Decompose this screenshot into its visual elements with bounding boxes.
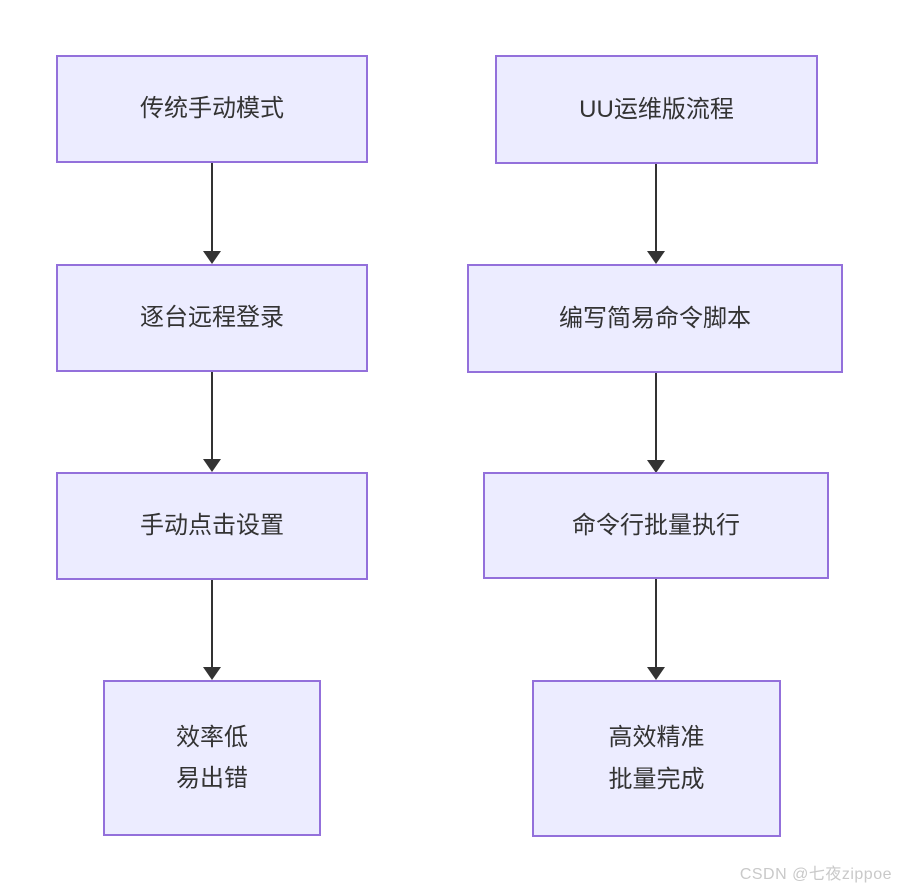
flow-node-batch-execute: 命令行批量执行	[483, 472, 829, 579]
arrow-head	[647, 251, 665, 264]
flow-node-manual-click-setup: 手动点击设置	[56, 472, 368, 580]
arrow-line	[655, 164, 657, 252]
arrow-head	[647, 460, 665, 473]
flow-arrow-left-1	[203, 163, 221, 264]
arrow-head	[647, 667, 665, 680]
flow-arrow-right-3	[647, 579, 665, 680]
arrow-line	[211, 580, 213, 668]
flow-node-label: 手动点击设置	[140, 512, 284, 540]
flow-node-uu-ops-process: UU运维版流程	[495, 55, 818, 164]
flow-node-label: 效率低 易出错	[176, 723, 248, 792]
arrow-line	[655, 373, 657, 461]
flow-arrow-left-3	[203, 580, 221, 680]
arrow-head	[203, 251, 221, 264]
flow-node-label: 传统手动模式	[140, 95, 284, 123]
arrow-line	[211, 372, 213, 460]
arrow-line	[655, 579, 657, 668]
flow-arrow-left-2	[203, 372, 221, 472]
arrow-head	[203, 459, 221, 472]
flow-node-efficient-complete: 高效精准 批量完成	[532, 680, 781, 837]
flow-node-low-efficiency: 效率低 易出错	[103, 680, 321, 836]
flow-node-write-script: 编写简易命令脚本	[467, 264, 843, 373]
flow-node-label: 命令行批量执行	[572, 511, 740, 539]
flow-node-label: UU运维版流程	[579, 95, 734, 123]
flow-arrow-right-1	[647, 164, 665, 264]
watermark-text: CSDN @七夜zippoe	[739, 866, 892, 883]
arrow-head	[203, 667, 221, 680]
flow-node-remote-login: 逐台远程登录	[56, 264, 368, 372]
flow-node-label: 编写简易命令脚本	[559, 304, 751, 332]
flow-node-label: 逐台远程登录	[140, 304, 284, 332]
flow-node-label: 高效精准 批量完成	[608, 724, 705, 793]
arrow-line	[211, 163, 213, 252]
flow-node-traditional-mode: 传统手动模式	[56, 55, 368, 163]
flow-arrow-right-2	[647, 373, 665, 473]
